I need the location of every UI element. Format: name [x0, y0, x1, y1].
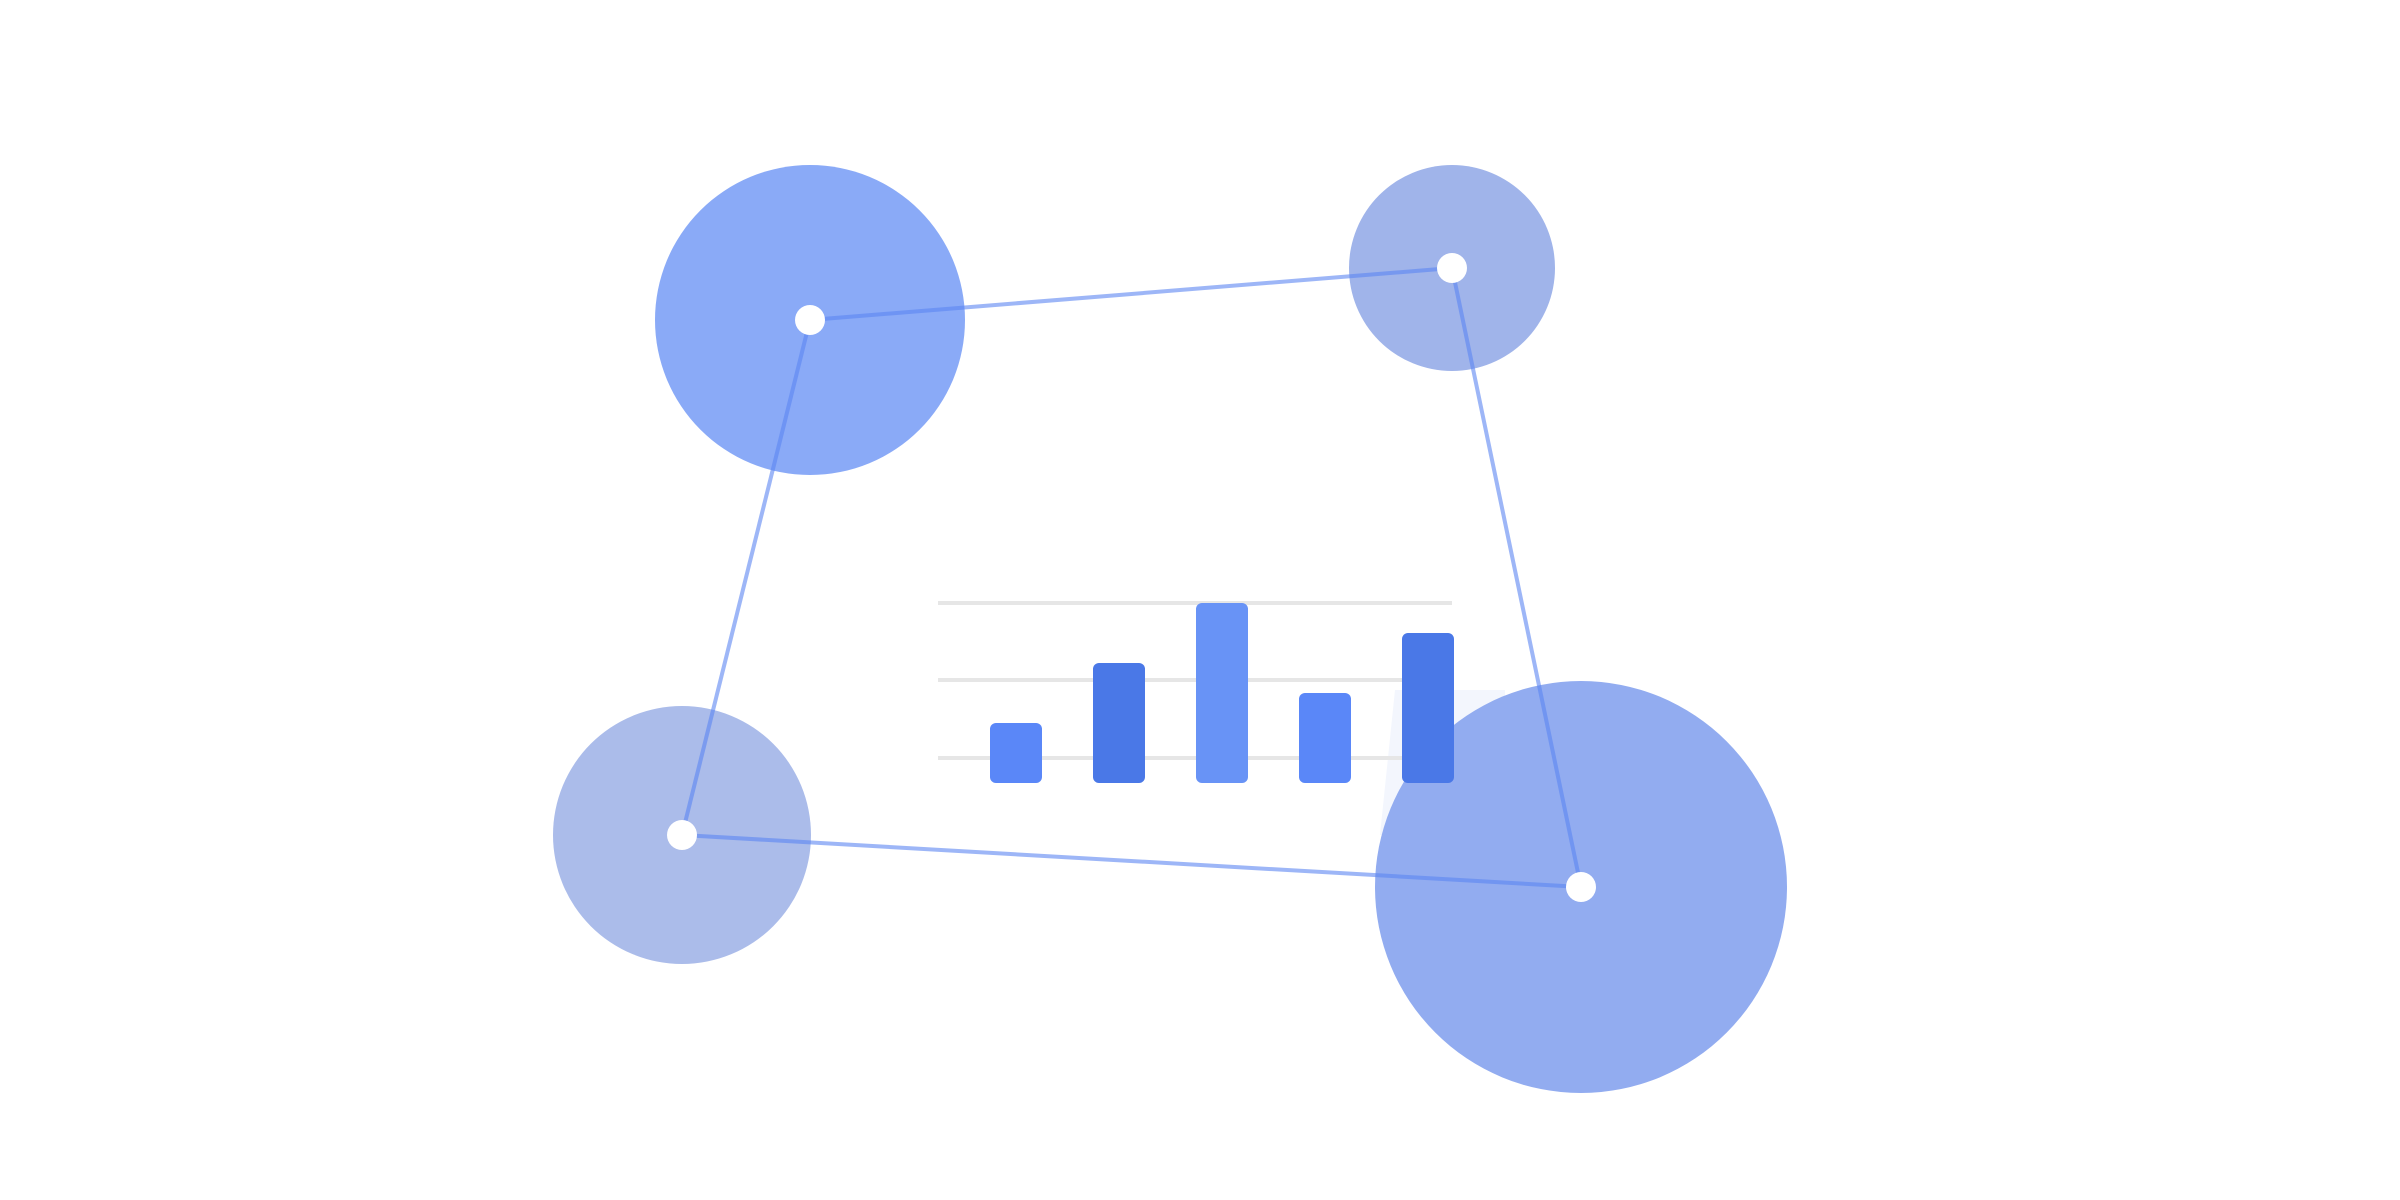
chart-bar-5 — [1402, 633, 1454, 783]
chart-bar-2 — [1093, 663, 1145, 783]
node-bottom-left-center — [667, 820, 697, 850]
chart-bar-1 — [990, 723, 1042, 783]
connector-left — [680, 319, 812, 836]
node-top-right-center — [1437, 253, 1467, 283]
node-top-left-center — [795, 305, 825, 335]
connector-top — [809, 266, 1453, 322]
chart-bar-4 — [1299, 693, 1351, 783]
node-bottom-right-center — [1566, 872, 1596, 902]
connector-right — [1450, 267, 1583, 888]
chart-bar-3 — [1196, 603, 1248, 783]
chart-bars — [990, 603, 1454, 783]
connector-lines — [680, 266, 1583, 889]
node-centers — [667, 253, 1596, 902]
connector-bottom — [681, 833, 1582, 889]
